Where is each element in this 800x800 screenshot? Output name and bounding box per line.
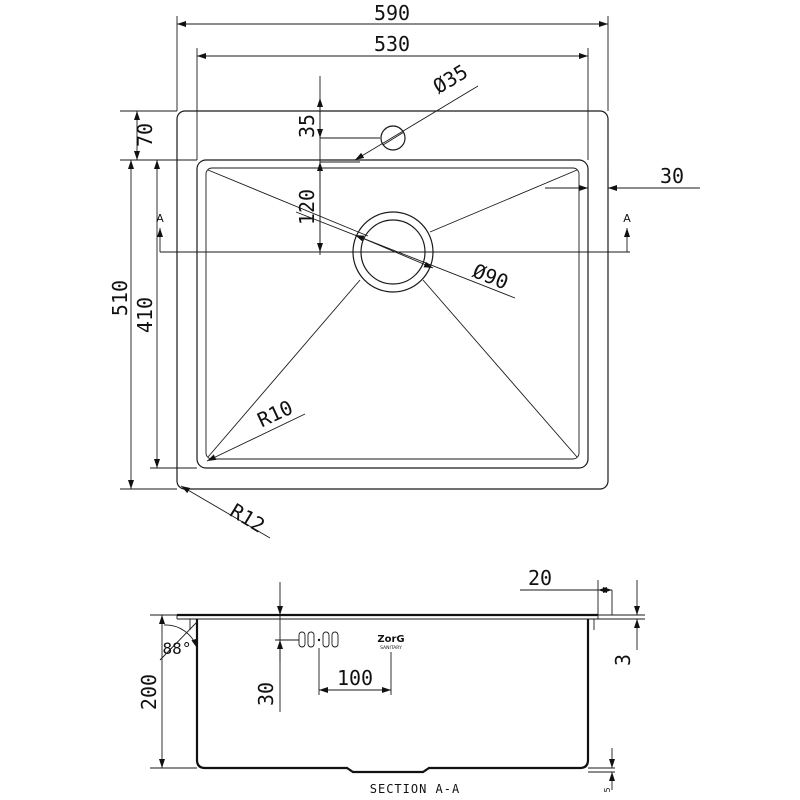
dim-drain-dia: Ø90	[469, 259, 511, 295]
dim-angle: 88°	[163, 639, 192, 658]
leader-tap-hole-dia	[354, 85, 479, 161]
dim-flange-thickness: 3	[611, 654, 635, 666]
dim-flange-width: 20	[528, 566, 552, 590]
svg-text:SANITARY: SANITARY	[380, 645, 402, 651]
dim-bowl-radius: R10	[254, 395, 297, 432]
dim-tap-hole-dia: Ø35	[429, 59, 472, 98]
bowl-section-profile	[195, 619, 590, 774]
dim-overall-width: 590	[374, 1, 410, 25]
bowl-outer-outline	[196, 159, 589, 469]
section-mark-right: A	[623, 212, 631, 225]
dim-overall-depth: 510	[108, 280, 132, 316]
sink-outer-outline	[176, 110, 609, 490]
bowl-inner-outline	[205, 167, 580, 460]
dim-bowl-width: 530	[374, 32, 410, 56]
top-view: 590 530 510 410 70 35 120 Ø35 Ø90	[108, 1, 700, 539]
dim-tap-hole-offset: 35	[295, 114, 319, 138]
overflow-slots	[298, 631, 339, 648]
dim-side-margin: 30	[660, 164, 684, 188]
dim-tap-offset: 70	[133, 123, 157, 147]
dim-bowl-depth: 410	[133, 297, 157, 333]
dim-corner-radius: R12	[226, 498, 269, 537]
dim-depth: 200	[137, 674, 161, 710]
section-view: ZorG SANITARY 200 88° 30 100 20	[137, 566, 645, 796]
section-caption: SECTION A-A	[370, 782, 460, 796]
leader-bowl-radius	[206, 413, 306, 462]
dim-bottom-step: 5	[603, 787, 612, 792]
brand-logo: ZorG SANITARY	[377, 634, 404, 651]
slope-line	[207, 169, 369, 237]
svg-text:ZorG: ZorG	[377, 634, 404, 645]
section-mark-left: A	[156, 212, 164, 225]
slope-line	[422, 279, 578, 458]
leader-corner-radius	[180, 485, 271, 539]
tap-hole	[380, 125, 406, 151]
slope-line	[429, 169, 578, 233]
dim-overflow-height: 30	[254, 682, 278, 706]
slope-line	[207, 279, 361, 458]
dim-overflow-width: 100	[337, 666, 373, 690]
